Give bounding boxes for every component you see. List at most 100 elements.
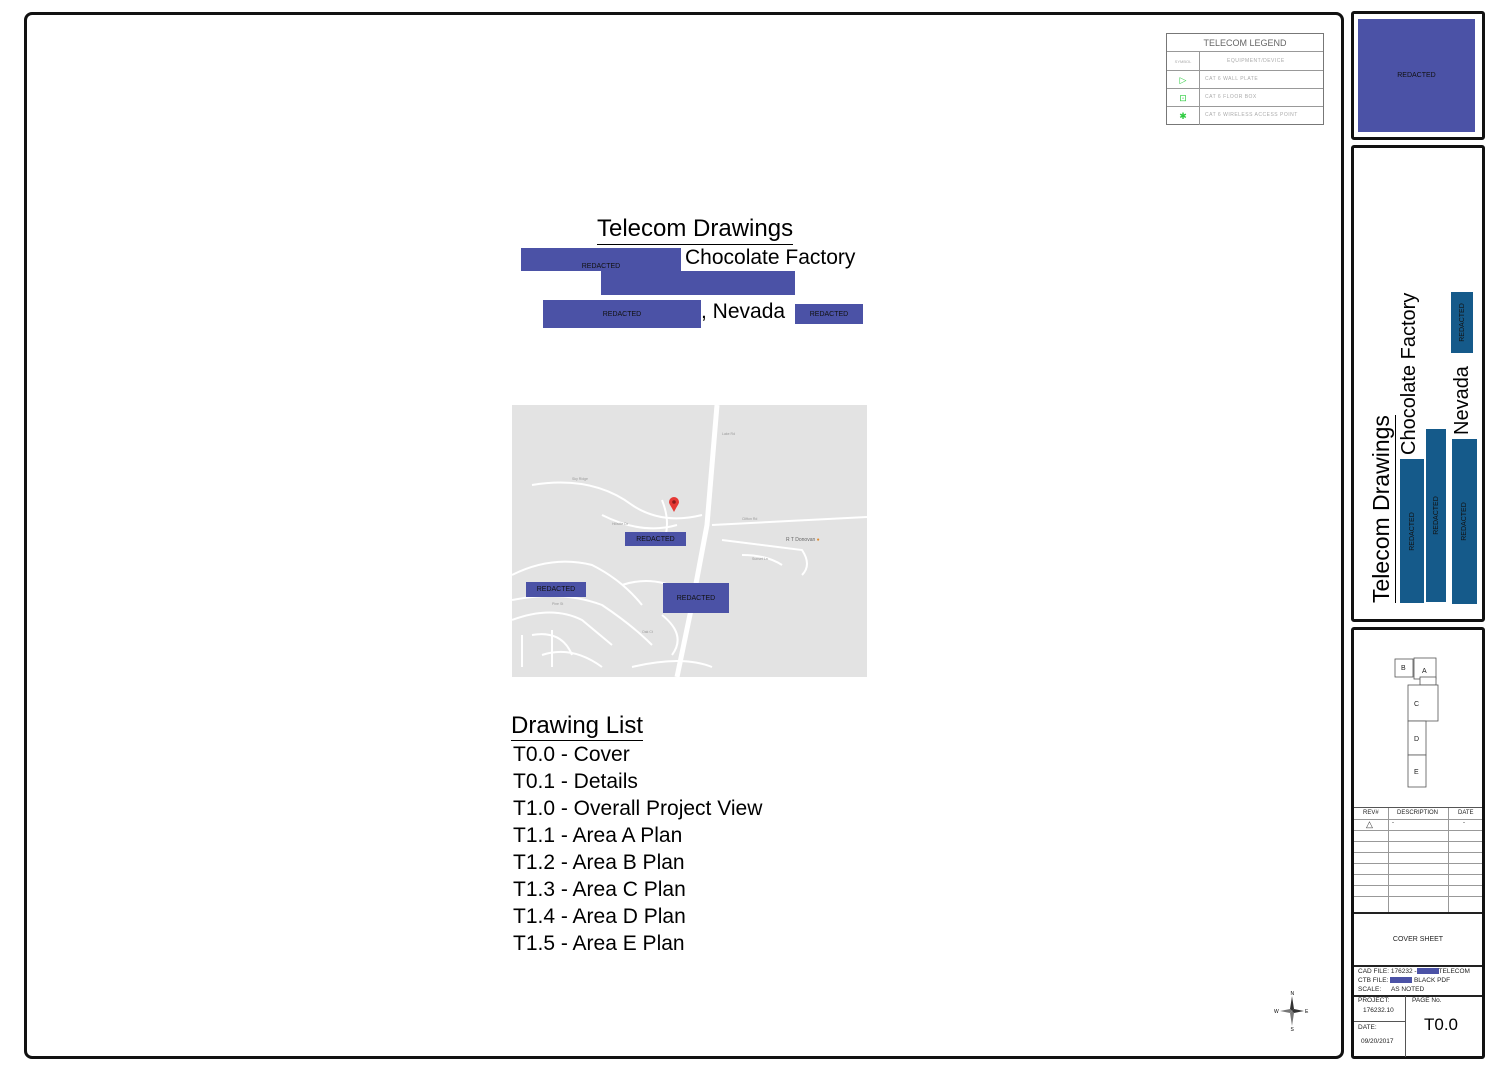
legend-title: TELECOM LEGEND: [1203, 37, 1287, 48]
logo-panel: [1351, 11, 1485, 140]
legend-header-row: SYMBOL EQUIPMENT/DEVICE: [1167, 51, 1323, 71]
legend-row: ▷ CAT 6 WALL PLATE: [1167, 70, 1323, 89]
drawing-list-item: T1.3 - Area C Plan: [513, 878, 686, 901]
project-number: 176232.10: [1363, 1007, 1394, 1014]
drawing-list-item: T1.0 - Overall Project View: [513, 797, 763, 820]
divider: [1354, 896, 1482, 897]
rev-description: -: [1392, 820, 1394, 826]
redaction-box: REDACTED: [795, 304, 863, 324]
title-redaction: REDACTED: [1426, 429, 1446, 602]
svg-text:Sky Ridge: Sky Ridge: [572, 477, 588, 481]
drawing-list-item: T1.2 - Area B Plan: [513, 851, 685, 874]
redaction-label: REDACTED: [1432, 496, 1440, 535]
svg-text:Lake Rd: Lake Rd: [722, 432, 735, 436]
divider: [1405, 996, 1406, 1057]
location-map: Lake Rd Clifton Rd Sky Ridge Hillside Dr…: [512, 405, 867, 677]
rev-date: -: [1463, 820, 1465, 826]
key-plan: B A C D E: [1394, 657, 1439, 788]
date-header: DATE: [1458, 810, 1474, 816]
map-place-label: R T Donovan ●: [786, 537, 820, 543]
compass-e: E: [1305, 1009, 1309, 1015]
redaction-label: REDACTED: [1461, 502, 1469, 541]
drawing-list-title: Drawing List: [511, 712, 644, 741]
ctb-file-label: CTB FILE:: [1358, 977, 1389, 984]
key-plan-label: B: [1401, 665, 1406, 672]
divider: [1354, 885, 1482, 886]
divider: [1354, 912, 1482, 914]
divider: [1448, 808, 1449, 912]
redaction-box: REDACTED: [521, 248, 681, 271]
drawing-list-item: T0.0 - Cover: [513, 743, 630, 766]
svg-text:Pine St: Pine St: [552, 602, 563, 606]
project-state: , Nevada: [701, 300, 786, 323]
key-plan-label: D: [1414, 736, 1419, 743]
legend-col-desc: EQUIPMENT/DEVICE: [1227, 58, 1285, 64]
legend-desc: CAT 6 FLOOR BOX: [1205, 94, 1257, 100]
location-pin-icon: [669, 497, 679, 512]
date-value: 09/20/2017: [1361, 1038, 1394, 1045]
triangle-icon: ▷: [1167, 71, 1200, 89]
scale-label: SCALE:: [1358, 986, 1382, 993]
sheet-title: Telecom Drawings: [597, 215, 794, 245]
wireless-ap-icon: ✱: [1167, 107, 1200, 125]
svg-text:Sunset Ln: Sunset Ln: [752, 557, 768, 561]
title-redaction: REDACTED: [1400, 459, 1424, 603]
key-plan-label: C: [1414, 701, 1419, 708]
info-panel: [1351, 627, 1485, 1059]
north-arrow-icon: N S E W: [1274, 991, 1309, 1032]
legend-row: ⊡ CAT 6 FLOOR BOX: [1167, 88, 1323, 107]
divider: [1354, 965, 1482, 967]
telecom-legend: TELECOM LEGEND SYMBOL EQUIPMENT/DEVICE ▷…: [1166, 33, 1324, 125]
place-marker-icon: ●: [816, 537, 820, 543]
map-redaction: REDACTED: [663, 583, 729, 613]
svg-text:Clifton Rd: Clifton Rd: [742, 517, 757, 521]
svg-text:Oak Ct: Oak Ct: [642, 630, 653, 634]
redaction-box: [1416, 968, 1439, 975]
divider: [1354, 841, 1482, 842]
redaction-box: REDACTED: [543, 300, 701, 328]
map-place-name: R T Donovan: [786, 537, 816, 543]
compass-s: S: [1291, 1027, 1295, 1032]
rev-header: REV#: [1363, 810, 1379, 816]
map-redaction: REDACTED: [625, 532, 686, 546]
revision-triangle-icon: △: [1366, 819, 1373, 829]
key-plan-label: E: [1414, 769, 1419, 776]
divider: [1354, 1021, 1406, 1022]
title-redaction: REDACTED: [1452, 439, 1477, 604]
drawing-list-item: T1.5 - Area E Plan: [513, 932, 685, 955]
page-label: PAGE No.: [1412, 997, 1442, 1004]
project-name: Chocolate Factory: [685, 246, 856, 269]
legend-col-symbol: SYMBOL: [1167, 52, 1200, 71]
divider: [1354, 852, 1482, 853]
divider: [1354, 807, 1482, 808]
svg-text:Hillside Dr: Hillside Dr: [612, 522, 629, 526]
scale-value: AS NOTED: [1390, 986, 1425, 993]
redaction-box: [601, 271, 795, 295]
compass-n: N: [1291, 991, 1295, 997]
date-label: DATE:: [1358, 1024, 1377, 1031]
key-plan-label: A: [1422, 668, 1427, 675]
redaction-box: [1390, 977, 1413, 984]
redaction-label: REDACTED: [1408, 511, 1416, 551]
divider: [1354, 830, 1482, 831]
vertical-state: Nevada: [1451, 366, 1473, 435]
title-panel: [1351, 145, 1485, 622]
sheet-border: [24, 12, 1344, 1059]
map-redaction: REDACTED: [526, 582, 586, 597]
title-redaction: REDACTED: [1451, 292, 1473, 353]
legend-row: ✱ CAT 6 WIRELESS ACCESS POINT: [1167, 106, 1323, 125]
redaction-label: REDACTED: [1458, 303, 1466, 342]
drawing-list-item: T1.1 - Area A Plan: [513, 824, 683, 847]
cad-file-value: 176232 -: [1390, 968, 1417, 975]
vertical-title: Telecom Drawings: [1368, 415, 1396, 603]
map-roads: Lake Rd Clifton Rd Sky Ridge Hillside Dr…: [512, 405, 867, 677]
page-number: T0.0: [1424, 1015, 1459, 1034]
divider: [1388, 808, 1389, 912]
logo-redaction: REDACTED: [1358, 19, 1475, 132]
cad-file-row: CAD FILE: 176232 -TELECOM: [1358, 968, 1470, 975]
vertical-project-name: Chocolate Factory: [1398, 292, 1420, 455]
cad-file-label: CAD FILE:: [1358, 968, 1390, 975]
sheet-name: COVER SHEET: [1392, 936, 1444, 943]
ctb-file-value: BLACK PDF: [1413, 977, 1451, 984]
drawing-list-item: T0.1 - Details: [513, 770, 638, 793]
